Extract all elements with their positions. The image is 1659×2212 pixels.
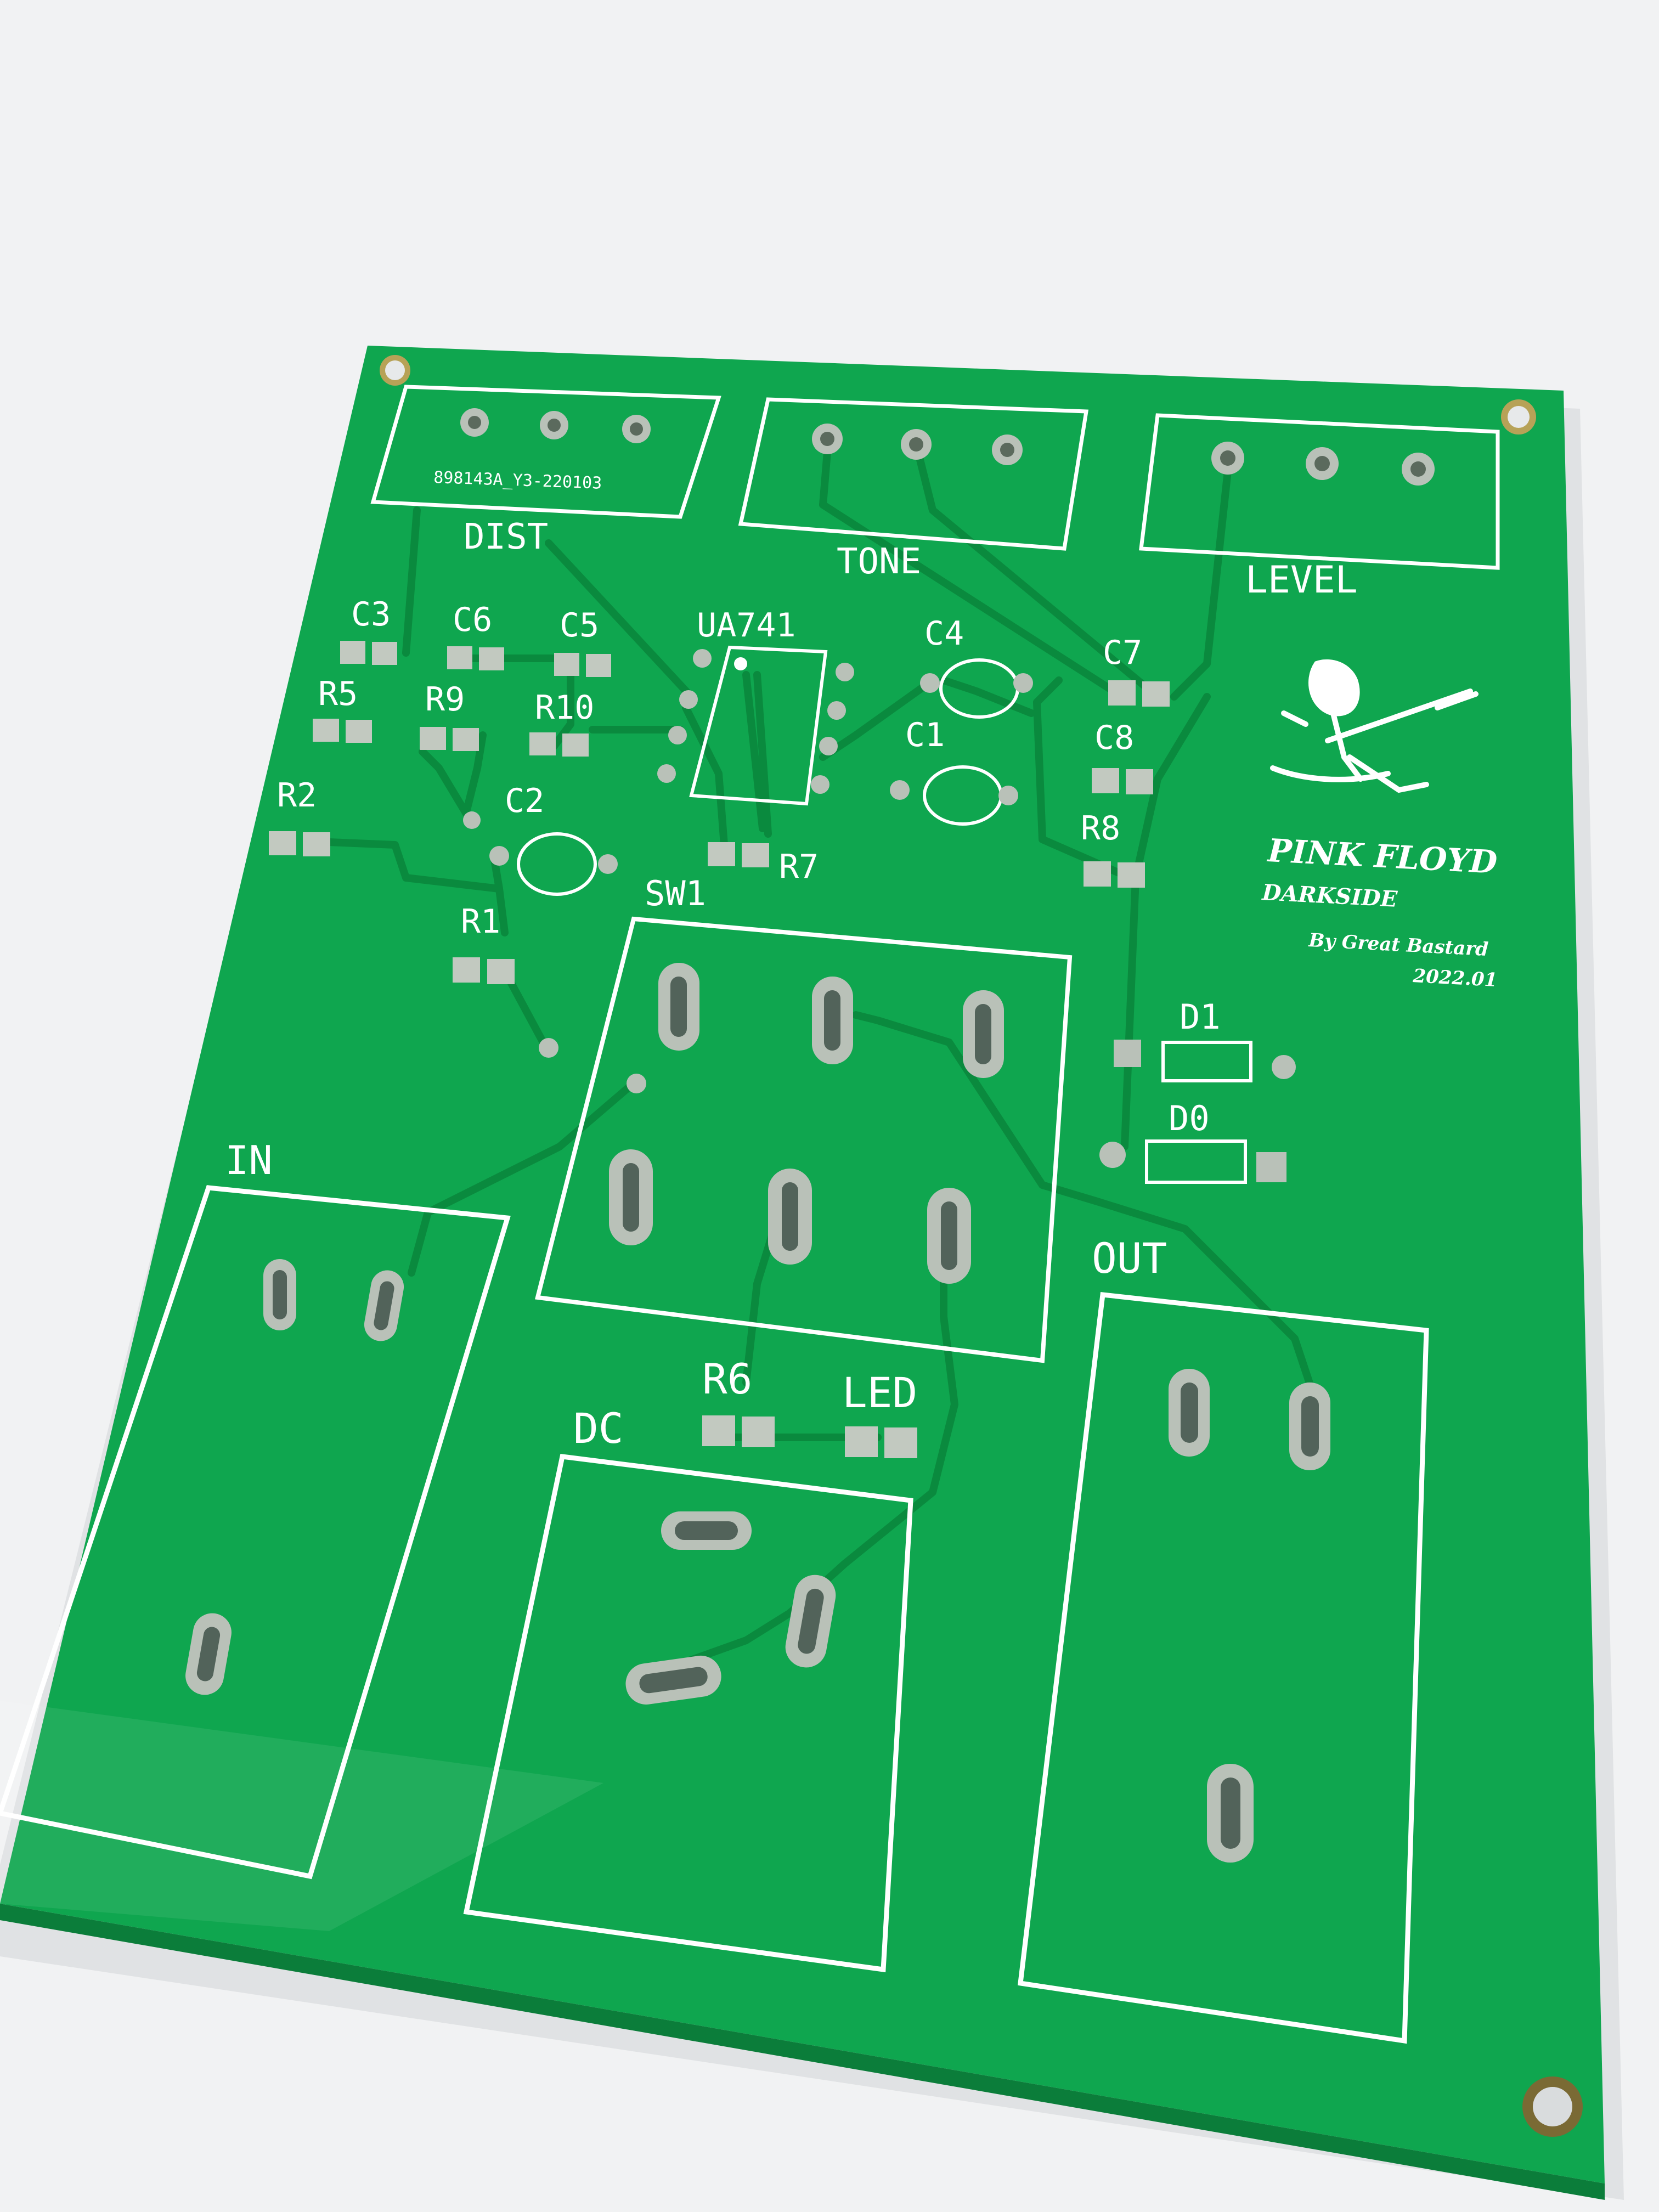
r1-label: R1	[461, 902, 500, 941]
c4-label: C4	[924, 614, 964, 653]
sw1-label: SW1	[645, 873, 706, 913]
c5-pads	[554, 653, 611, 677]
pot-level-footprint	[1139, 413, 1500, 570]
c2-outline	[517, 832, 597, 896]
guitarist-drawing	[1270, 659, 1479, 793]
dc-label: DC	[573, 1404, 624, 1453]
mounting-holes	[380, 355, 1583, 2137]
r9-label: R9	[425, 680, 465, 719]
d0-outline	[1145, 1139, 1247, 1184]
diode-footprints	[1099, 1040, 1296, 1184]
ua741-label: UA741	[697, 606, 796, 645]
d0-label: D0	[1169, 1098, 1210, 1138]
led-pads	[845, 1426, 917, 1458]
r6-pads	[702, 1415, 775, 1447]
c2-label: C2	[505, 782, 544, 820]
pcb-board	[0, 346, 1605, 2183]
tone-label: TONE	[837, 541, 921, 582]
pot-tone-footprint	[738, 397, 1089, 551]
in-jack-footprint	[0, 1185, 511, 1880]
sw1-footprint	[535, 916, 1073, 1363]
pcb-edge	[0, 1904, 1605, 2200]
ua741-footprint	[657, 645, 854, 806]
r5-label: R5	[318, 675, 358, 713]
c7-label: C7	[1103, 634, 1142, 672]
r5-pads	[313, 719, 372, 743]
r7-label: R7	[779, 848, 819, 886]
r10-label: R10	[535, 689, 594, 727]
c8-label: C8	[1094, 719, 1134, 757]
r8-pads	[1084, 861, 1145, 888]
c3-pads	[340, 641, 397, 665]
r1-pads	[453, 957, 515, 984]
r7-pads	[708, 842, 769, 867]
d1-outline	[1161, 1041, 1252, 1082]
r9-pads	[420, 727, 479, 751]
silkscreen-labels: C3 C6 C5 UA741 C4 C7 R5 R9 R10 C1 C8 R2 …	[225, 595, 1221, 1453]
led-label: LED	[842, 1368, 917, 1417]
c6-label: C6	[453, 601, 492, 639]
in-label: IN	[225, 1137, 273, 1183]
level-label: LEVEL	[1245, 558, 1358, 602]
out-jack-footprint	[1018, 1292, 1429, 2044]
out-label: OUT	[1092, 1234, 1167, 1283]
date-text: 2022.01	[1412, 965, 1498, 991]
copper-traces	[325, 435, 1321, 1672]
cap-pads	[463, 673, 1033, 1093]
r10-pads	[529, 732, 589, 757]
c1-label: C1	[905, 716, 945, 754]
c7-pads	[1108, 680, 1170, 707]
r8-label: R8	[1081, 809, 1120, 848]
r2-label: R2	[277, 776, 317, 815]
smd-components	[269, 641, 1170, 1458]
c8-pads	[1092, 768, 1153, 794]
r2-pads	[269, 831, 330, 856]
c6-pads	[447, 646, 504, 670]
c3-label: C3	[351, 595, 391, 634]
d1-label: D1	[1180, 997, 1221, 1037]
c5-label: C5	[560, 606, 599, 645]
r6-label: R6	[702, 1355, 753, 1403]
dist-label: DIST	[464, 517, 548, 557]
board-gloss	[0, 1701, 603, 1931]
dc-jack-footprint	[463, 1454, 913, 1973]
